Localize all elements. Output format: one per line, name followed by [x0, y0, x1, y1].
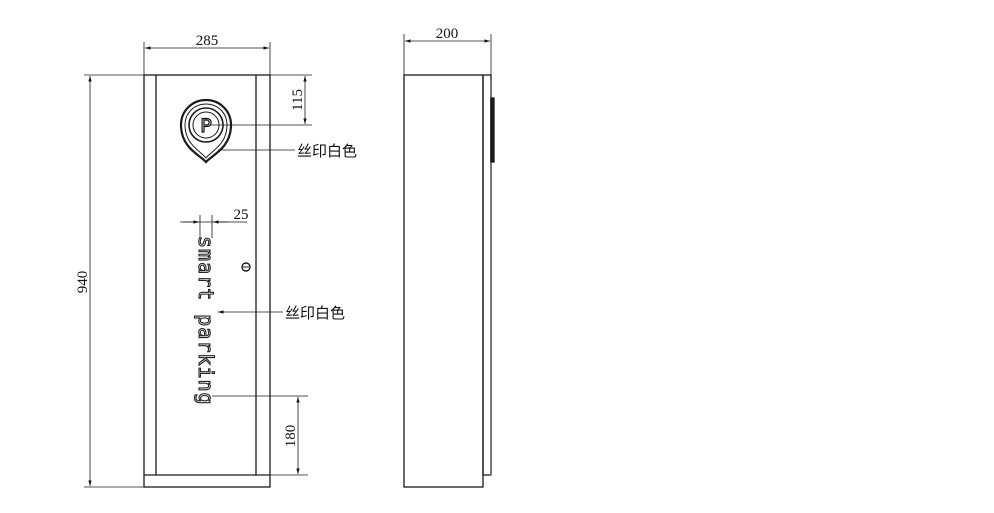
- lock-icon: [241, 262, 251, 272]
- parking-logo-glyph: P: [200, 115, 211, 137]
- dim-depth-200: 200: [436, 26, 459, 42]
- parking-pin-icon: [179, 98, 233, 164]
- dim-logo-offset-115: 115: [290, 89, 306, 111]
- side-bracket: [490, 97, 495, 163]
- dim-width-285: 285: [196, 33, 219, 49]
- side-body: [403, 74, 484, 488]
- dim-text-offset-25: 25: [234, 207, 249, 223]
- dim-height-940: 940: [75, 271, 91, 294]
- text-print-label: 丝印白色: [285, 304, 345, 322]
- front-outer-frame: [143, 74, 271, 488]
- dim-bottom-offset-180: 180: [283, 425, 299, 448]
- side-front-panel: [482, 74, 492, 476]
- smart-parking-text: smart parking: [194, 236, 218, 406]
- front-view: [84, 42, 312, 488]
- logo-print-label: 丝印白色: [297, 142, 357, 160]
- side-view: [403, 34, 495, 488]
